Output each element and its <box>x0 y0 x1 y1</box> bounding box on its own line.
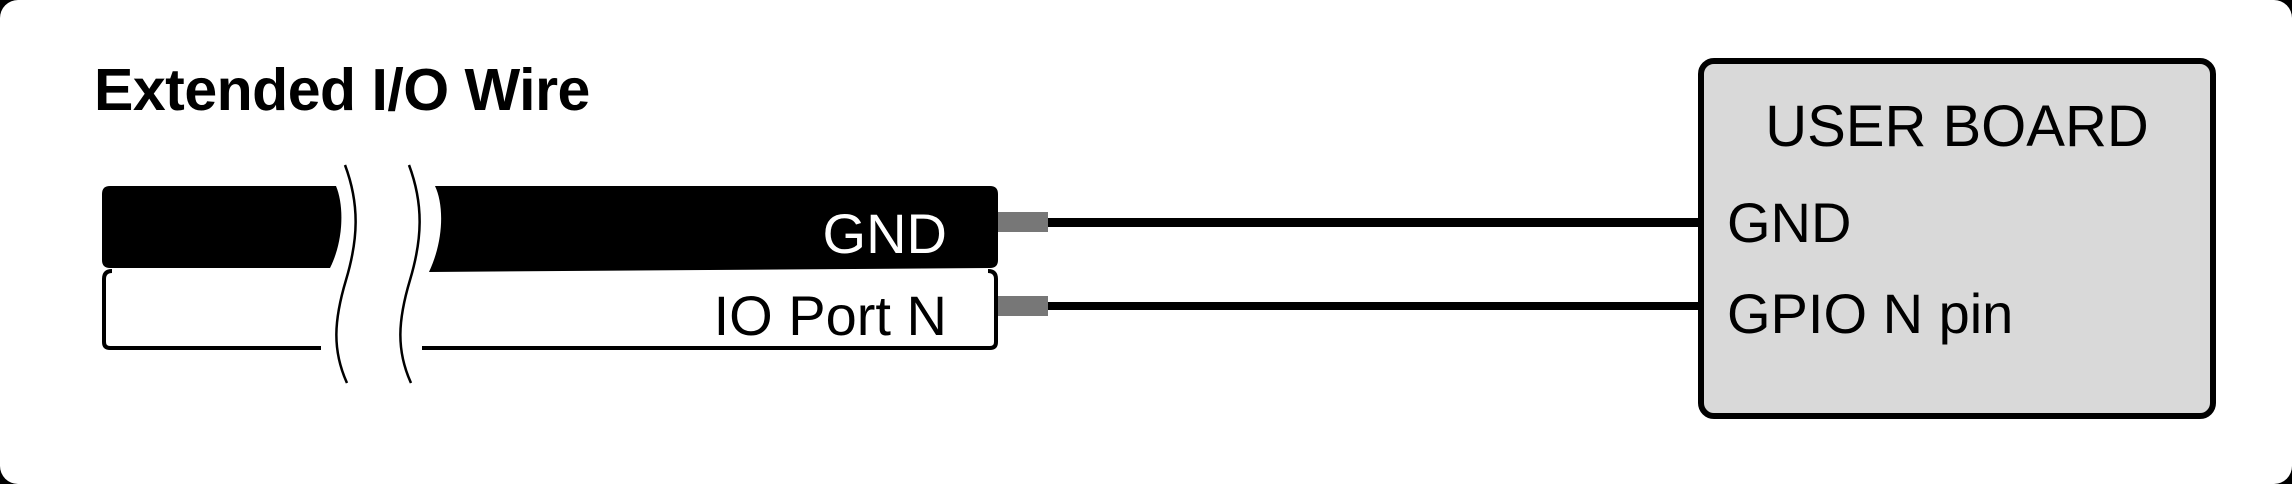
cable-break-icon <box>399 164 421 384</box>
cable-gnd-label: GND <box>822 202 947 265</box>
board-title: USER BOARD <box>1765 94 2149 159</box>
board-pin-gpio: GPIO N pin <box>1727 282 2014 345</box>
user-board: USER BOARD GND GPIO N pin <box>1698 58 2216 419</box>
cable-break-icon <box>335 164 357 384</box>
gnd-connection-line <box>1048 218 1700 227</box>
cable-io-port-label: IO Port N <box>713 284 947 347</box>
io-connection-line <box>1048 302 1700 310</box>
diagram-title: Extended I/O Wire <box>94 57 590 123</box>
io-wire-insulation-left <box>102 269 321 350</box>
io-connector-pin <box>998 296 1048 316</box>
gnd-connector-pin <box>998 212 1048 232</box>
board-pin-gnd: GND <box>1727 191 1852 254</box>
gnd-wire-insulation-left <box>102 186 342 268</box>
io-wire-insulation-right <box>422 269 998 350</box>
gnd-wire-insulation-right <box>429 186 998 272</box>
